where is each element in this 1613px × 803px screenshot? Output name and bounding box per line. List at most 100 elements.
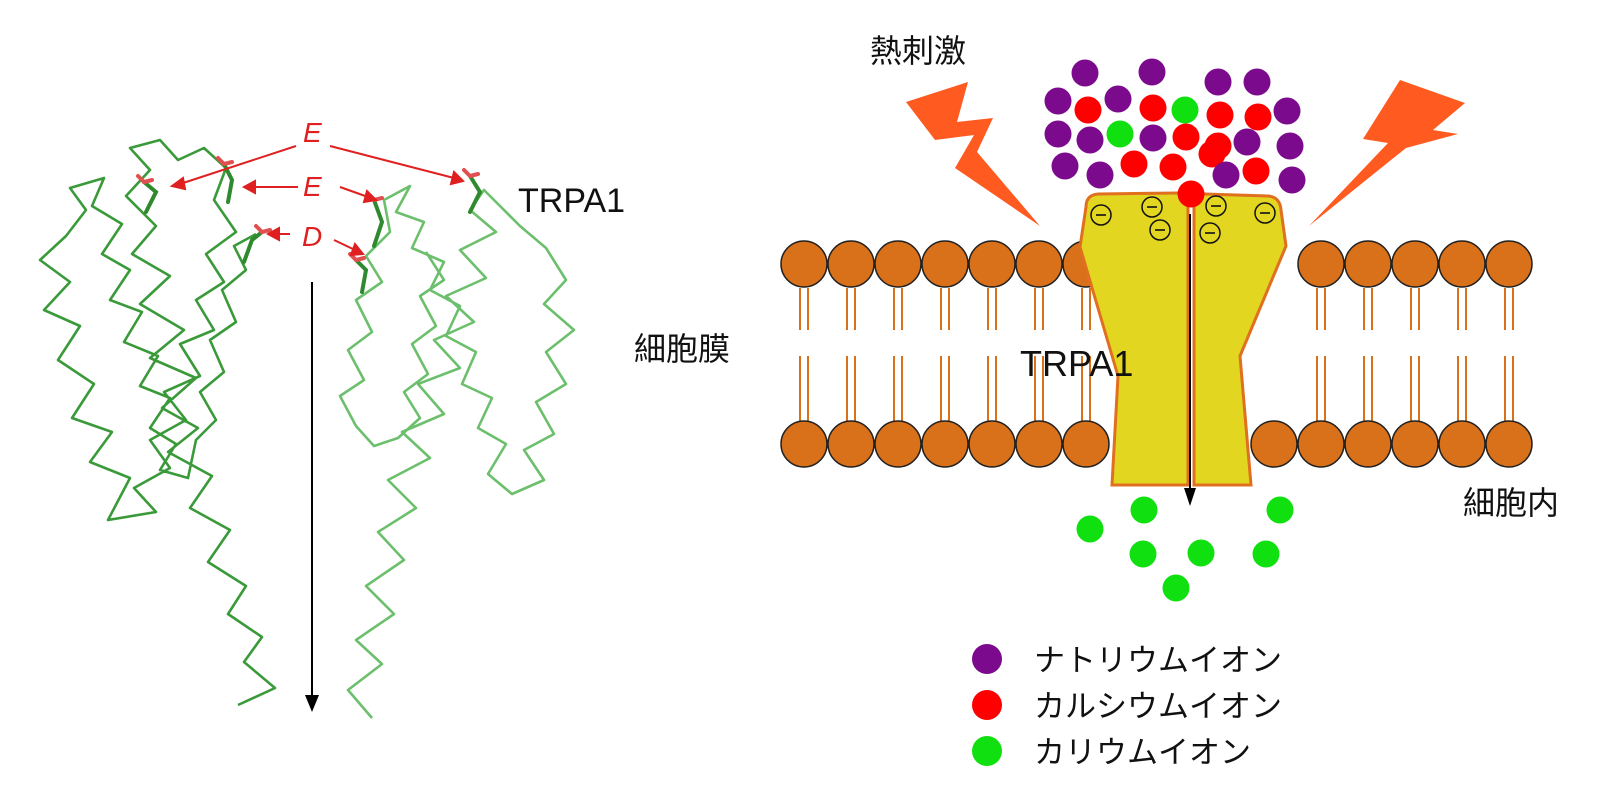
lipid-head-inner	[1485, 420, 1533, 468]
potassium-ion	[1106, 120, 1134, 148]
sodium-ion	[1044, 87, 1072, 115]
lipid-head-inner	[1438, 420, 1486, 468]
lipid-head-outer	[1391, 240, 1439, 288]
calcium-ion	[1242, 157, 1270, 185]
lipid-head-outer	[1015, 240, 1063, 288]
sidechain-stick-4	[372, 198, 385, 248]
calcium-ion	[1074, 96, 1102, 124]
residue-label-e-middle: E	[303, 171, 322, 202]
legend-swatch-calcium	[972, 690, 1002, 720]
trpa1-structure-panel: E E D TRPA1	[38, 117, 625, 719]
potassium-ion	[1129, 540, 1157, 568]
sidechain-stick-5	[354, 258, 369, 294]
lightning-bolt-right-icon	[1309, 80, 1465, 226]
intracellular-label: 細胞内	[1463, 484, 1559, 522]
carboxyl-oxygen-2b	[222, 160, 234, 166]
structure-protein-label: TRPA1	[518, 182, 625, 220]
lipid-head-inner	[1062, 420, 1110, 468]
calcium-ion	[1139, 94, 1167, 122]
lipid-head-outer	[780, 240, 828, 288]
legend-label-calcium: カルシウムイオン	[1034, 689, 1282, 725]
residue-label-d: D	[302, 221, 322, 252]
legend-swatch-potassium	[972, 736, 1002, 766]
sidechain-stick-3	[242, 230, 264, 264]
residue-label-e-top: E	[303, 117, 322, 148]
backbone-trace-right	[338, 184, 576, 719]
lipid-head-inner	[921, 420, 969, 468]
sodium-ion	[1233, 128, 1261, 156]
sodium-ion	[1104, 85, 1132, 113]
negative-charge	[1141, 196, 1163, 218]
carboxyl-oxygen-3b	[260, 228, 272, 234]
channel-label: TRPA1	[1020, 343, 1133, 384]
sodium-ion	[1086, 161, 1114, 189]
sodium-ion	[1138, 58, 1166, 86]
backbone-chain-right	[338, 184, 576, 719]
potassium-ion	[1162, 574, 1190, 602]
ion-flow-arrowhead	[1184, 488, 1196, 506]
sodium-ion	[1051, 152, 1079, 180]
potassium-ion	[1076, 515, 1104, 543]
lipid-head-inner	[1015, 420, 1063, 468]
sodium-ion	[1243, 68, 1271, 96]
calcium-ion	[1159, 153, 1187, 181]
lipid-head-inner	[1344, 420, 1392, 468]
lipid-head-outer	[1438, 240, 1486, 288]
ion-legend: ナトリウムイオン カルシウムイオン カリウムイオン	[972, 643, 1282, 771]
calcium-ion	[1172, 123, 1200, 151]
negative-charge	[1199, 222, 1221, 244]
backbone-chain-left	[38, 138, 277, 707]
lipid-head-outer	[1485, 240, 1533, 288]
lipid-head-inner	[780, 420, 828, 468]
lipid-head-outer	[1344, 240, 1392, 288]
lipid-head-inner	[968, 420, 1016, 468]
membrane-label: 細胞膜	[634, 330, 730, 368]
residue-annotation-arrows	[169, 145, 465, 257]
sodium-ion	[1071, 59, 1099, 87]
lipid-head-inner	[1391, 420, 1439, 468]
lipid-head-outer	[827, 240, 875, 288]
carboxyl-oxygen-6b	[468, 172, 480, 178]
legend-swatch-sodium	[972, 644, 1002, 674]
calcium-ion	[1244, 103, 1272, 131]
lipid-head-inner	[827, 420, 875, 468]
lipid-head-outer	[921, 240, 969, 288]
lipid-head-inner	[1297, 420, 1345, 468]
carboxyl-oxygen-5b	[354, 256, 366, 262]
pore-axis-arrowhead	[305, 695, 319, 712]
sodium-ion	[1276, 132, 1304, 160]
carboxyl-oxygen-1b	[142, 178, 154, 184]
sodium-ion	[1273, 97, 1301, 125]
stimulus-label: 熱刺激	[870, 32, 966, 70]
sodium-ion	[1278, 166, 1306, 194]
backbone-trace-left	[38, 138, 277, 707]
potassium-ion	[1266, 496, 1294, 524]
membrane-panel: 熱刺激 細胞膜 TRPA1 細胞内	[634, 32, 1559, 602]
lipid-head-outer	[874, 240, 922, 288]
lipid-tails	[799, 288, 1514, 424]
calcium-ion	[1198, 140, 1226, 168]
sodium-ion	[1204, 68, 1232, 96]
sodium-ion	[1044, 120, 1072, 148]
lipid-head-outer	[1297, 240, 1345, 288]
lipid-head-outer	[968, 240, 1016, 288]
legend-label-potassium: カリウムイオン	[1034, 735, 1251, 771]
negative-charge	[1254, 202, 1276, 224]
sodium-ion	[1076, 126, 1104, 154]
negative-charges	[1090, 195, 1276, 244]
negative-charge	[1205, 195, 1227, 217]
lipid-head-inner	[874, 420, 922, 468]
calcium-ion	[1206, 101, 1234, 129]
negative-charge	[1090, 204, 1112, 226]
potassium-ion	[1187, 539, 1215, 567]
calcium-ion	[1120, 150, 1148, 178]
ions	[1044, 58, 1306, 602]
sodium-ion	[1139, 124, 1167, 152]
sidechain-stick-6	[468, 174, 483, 214]
potassium-ion	[1130, 496, 1158, 524]
potassium-ion	[1252, 540, 1280, 568]
negative-charge	[1149, 219, 1171, 241]
calcium-ion	[1177, 180, 1205, 208]
potassium-ion	[1171, 96, 1199, 124]
